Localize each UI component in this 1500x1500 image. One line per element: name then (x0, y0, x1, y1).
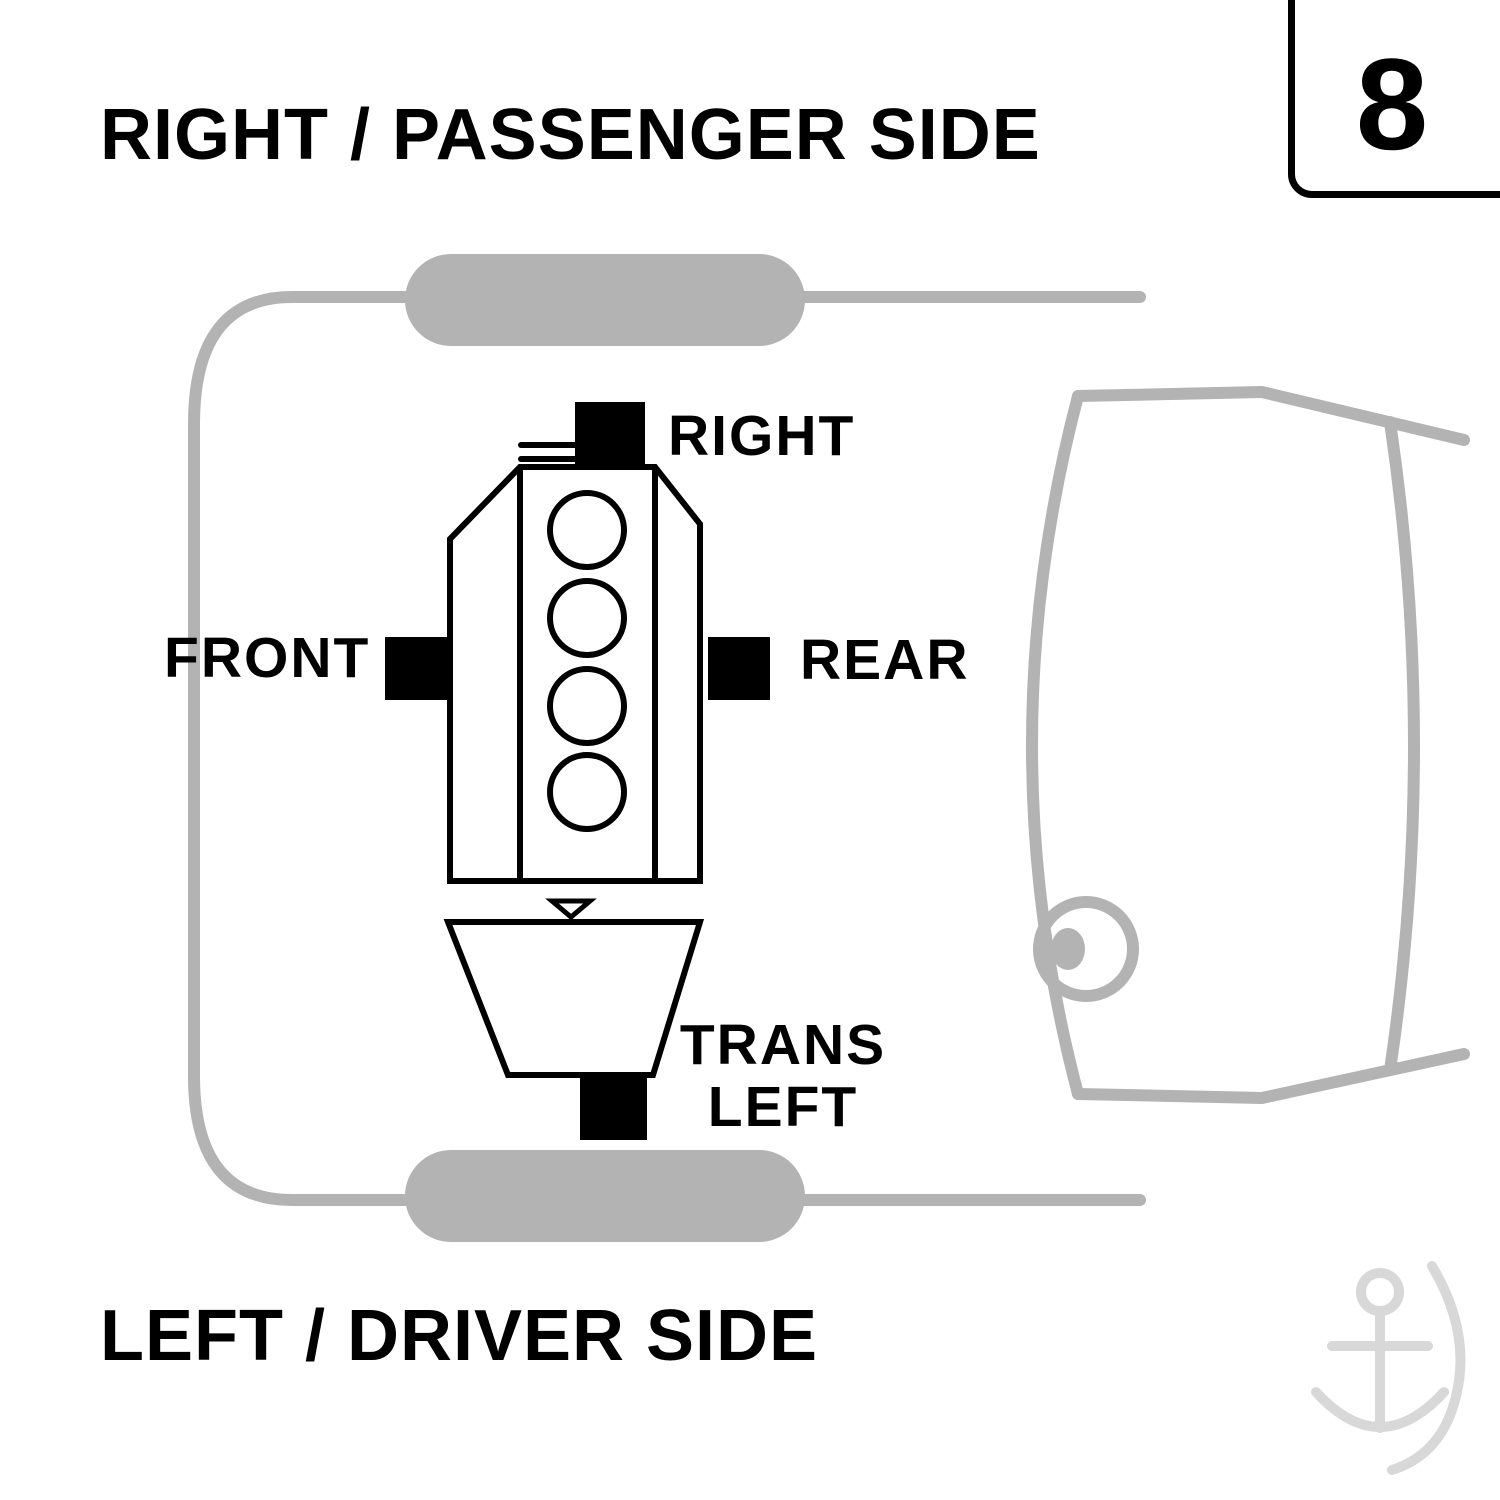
steering-wheel (1033, 896, 1139, 1002)
label-front-mount: FRONT (164, 626, 371, 690)
trans-mount-left (580, 1072, 647, 1140)
roof-edge-top (1072, 386, 1470, 446)
title-left-driver-side: LEFT / DRIVER SIDE (100, 1296, 819, 1376)
cylinder-3 (547, 666, 627, 746)
label-trans-left-mount: TRANS LEFT (680, 1014, 886, 1138)
transmission (443, 919, 705, 1078)
tire-left (405, 1150, 805, 1242)
cabin-outline (1026, 386, 1470, 1104)
watermark-rope (1387, 1261, 1466, 1475)
car-body-outline (188, 254, 1146, 1242)
tire-right (405, 254, 805, 346)
page-number: 8 (1355, 31, 1429, 177)
engine-mount-rear (708, 637, 770, 700)
cylinder-4 (547, 752, 627, 832)
cylinder-2 (547, 578, 627, 658)
cylinder-1 (547, 490, 627, 570)
engine-assembly (385, 402, 770, 1140)
label-trans-line2: LEFT (707, 1075, 859, 1139)
engine-mount-right (575, 402, 645, 467)
title-right-passenger-side: RIGHT / PASSENGER SIDE (100, 95, 1041, 175)
label-rear-mount: REAR (800, 628, 970, 692)
watermark-anchor-ring (1356, 1268, 1404, 1316)
label-right-mount: RIGHT (668, 404, 856, 468)
roof-edge-bottom (1072, 1048, 1470, 1104)
label-trans-line1: TRANS (679, 1013, 887, 1077)
page-number-box (1288, 0, 1500, 198)
car-front-body-outline (188, 291, 1146, 1206)
anchor-watermark-icon (1311, 1261, 1466, 1475)
funnel-icon (545, 898, 597, 921)
roof-arc (1384, 416, 1420, 1076)
steering-wheel-hub (1051, 928, 1085, 970)
windshield-arc (1026, 390, 1084, 1100)
engine-mount-front (385, 637, 447, 700)
watermark-anchor-arms (1311, 1387, 1449, 1432)
